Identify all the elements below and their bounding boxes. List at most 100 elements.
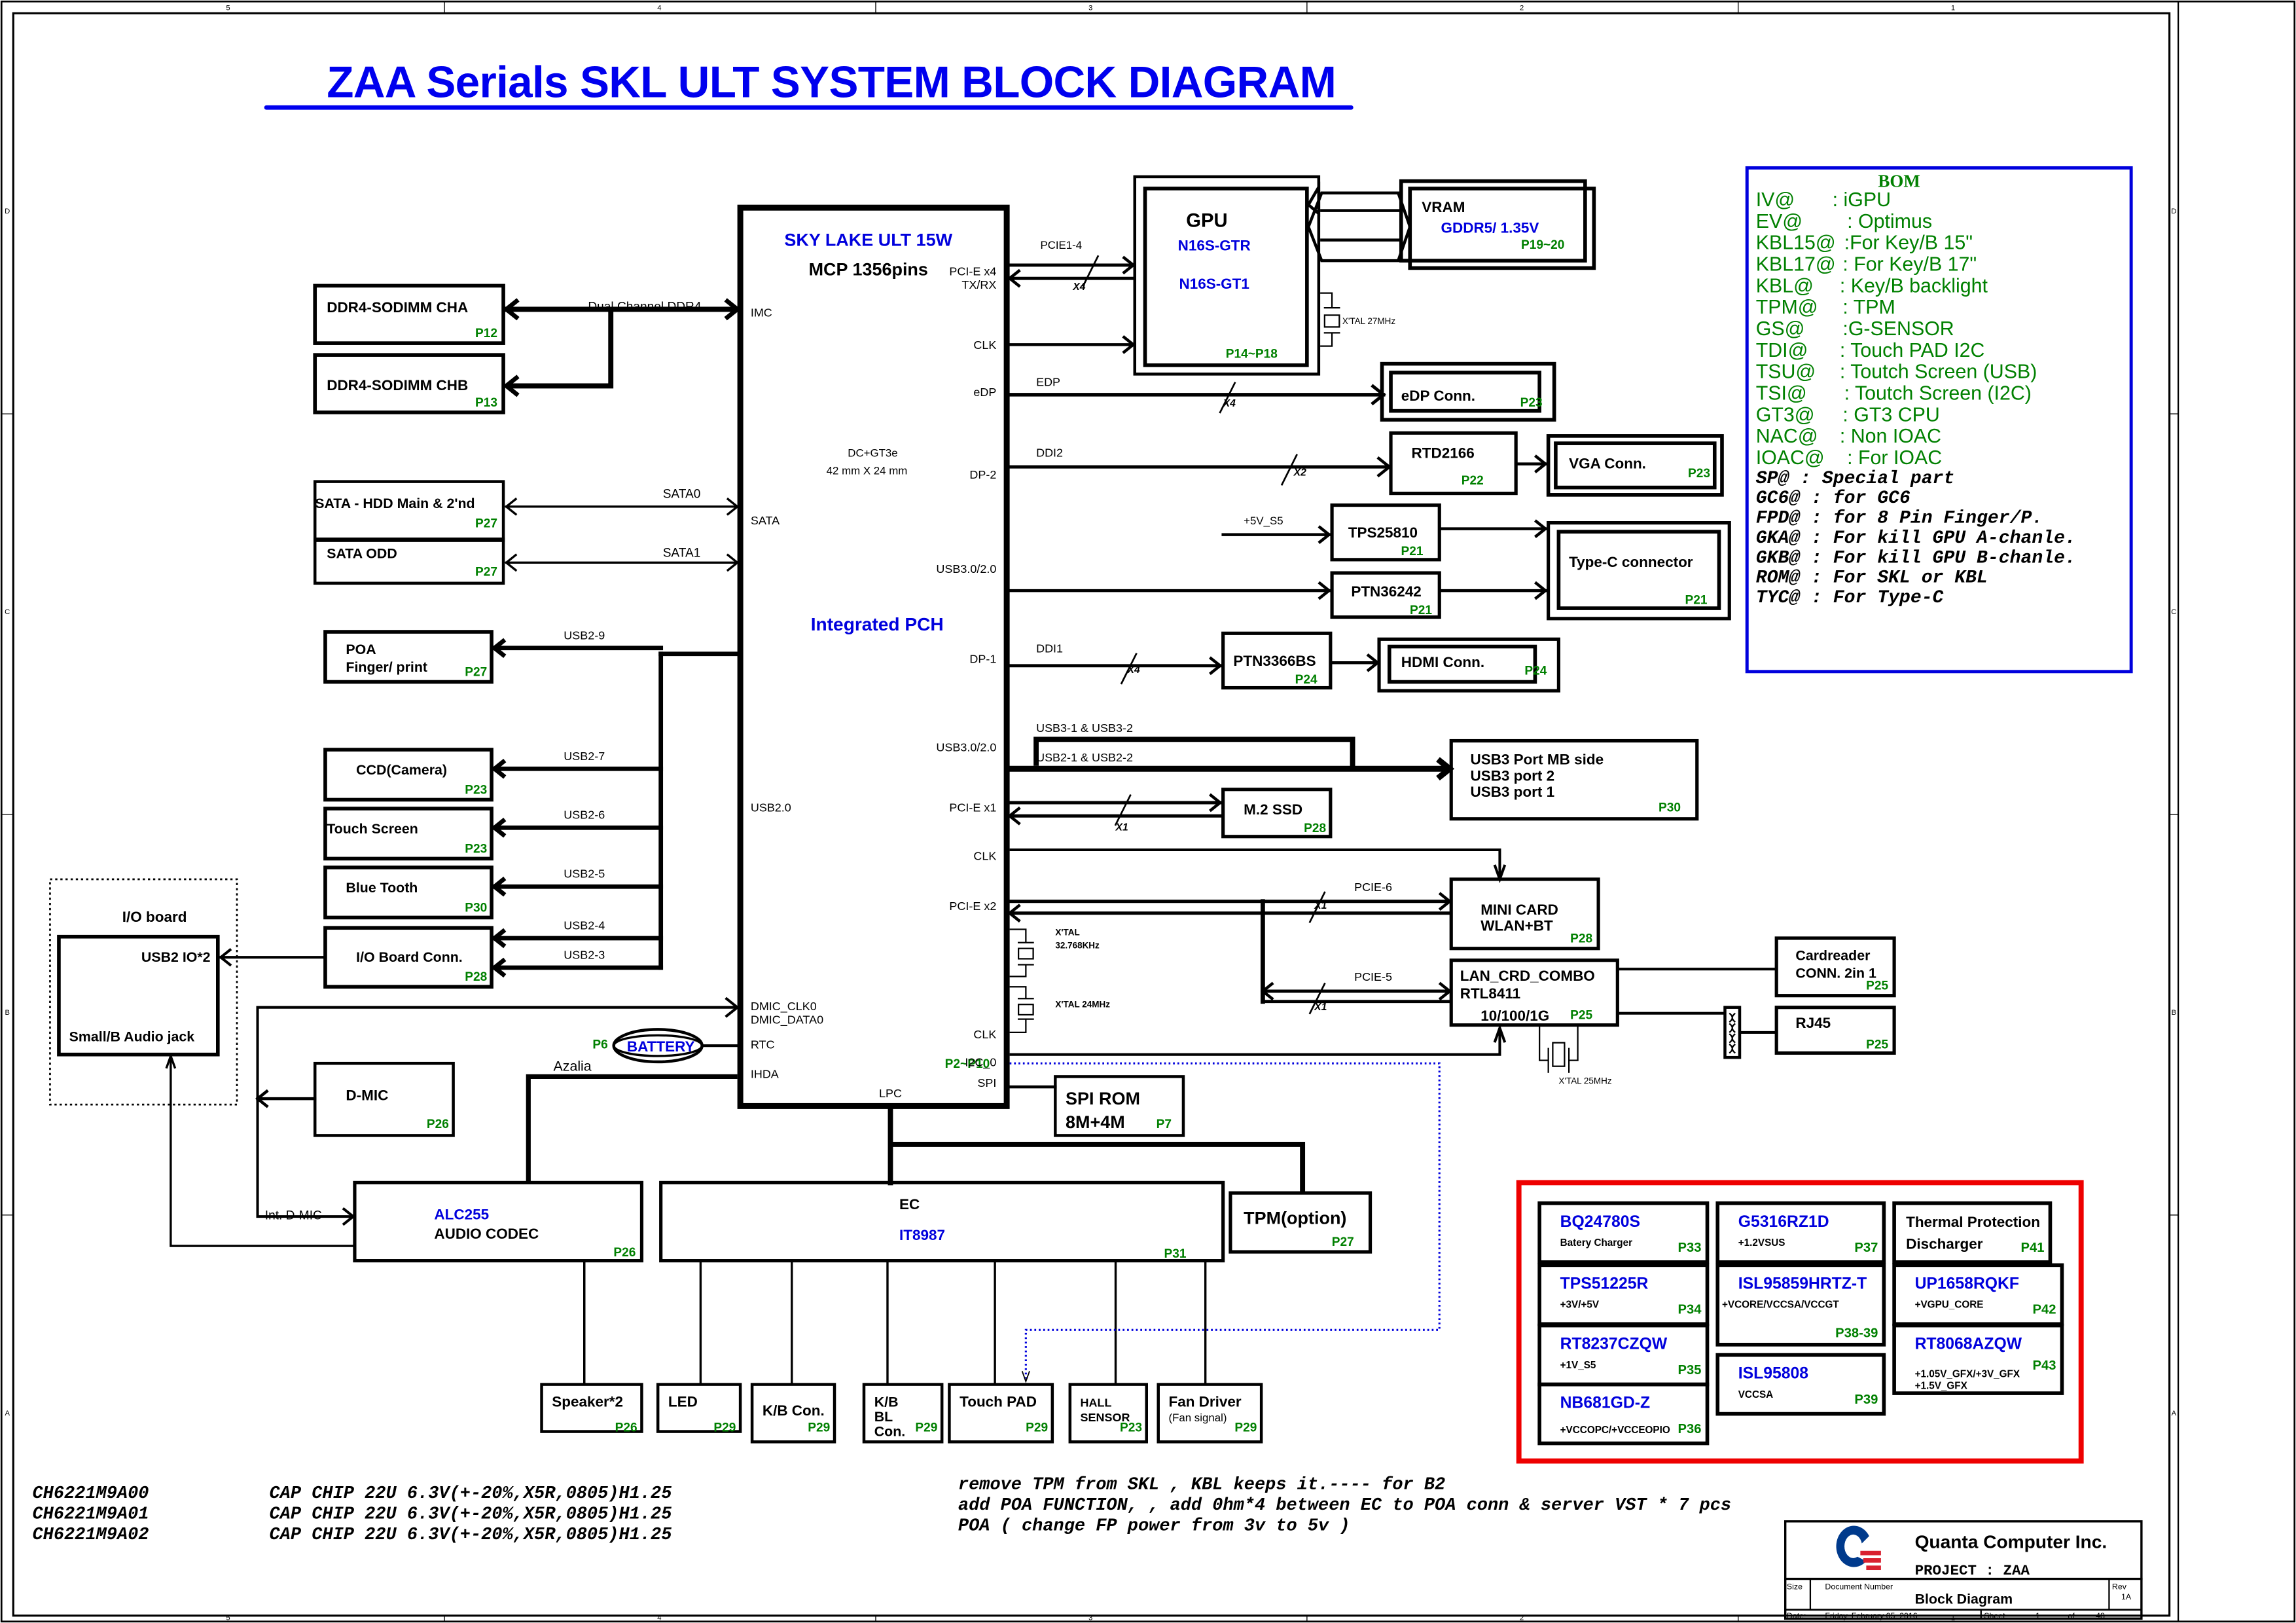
power-ic-part: G5316RZ1D (1738, 1213, 1829, 1231)
change-note: POA ( change FP power from 3v to 5v ) (958, 1516, 1350, 1536)
power-ic-rail: Discharger (1906, 1236, 1983, 1252)
pin-txrx: TX/RX (961, 278, 996, 291)
ec-device-label: Fan Driver (1168, 1393, 1241, 1410)
audio-jack-line (170, 1054, 353, 1247)
xtal-pin (1009, 1019, 1027, 1034)
hdmi-conn-box (1387, 644, 1537, 684)
pin-clk1: CLK (973, 338, 996, 352)
page-ref: P43 (2032, 1359, 2056, 1373)
title-block (1784, 1520, 2143, 1620)
ec-device-box (750, 1383, 836, 1444)
m2-ssd-box (1221, 788, 1333, 839)
bom-key: NAC@ (1756, 426, 1818, 447)
page-ref: P41 (2020, 1241, 2044, 1255)
bom-value: :G-SENSOR (1842, 318, 1954, 340)
usb2-device-box (323, 748, 493, 802)
usb2-device-label: I/O Board Conn. (356, 949, 463, 965)
page-ref: P21 (1410, 604, 1432, 617)
xtal-27mhz-label: X'TAL 27MHz (1342, 316, 1395, 326)
crystal-25mhz-icon (1552, 1042, 1566, 1067)
bom-value: : Key/B backlight (1840, 275, 1988, 297)
usb2-device-label: Finger/ print (346, 659, 427, 675)
zone-marker: B (2172, 1009, 2176, 1017)
arrowhead-left-icon (219, 948, 232, 967)
cap-description: CAP CHIP 22U 6.3V(+-20%,X5R,0805)H1.25 (270, 1504, 672, 1524)
page-ref: P29 (915, 1421, 937, 1435)
ec-device-box (540, 1383, 643, 1433)
page-ref: P28 (1570, 932, 1592, 946)
power-section-border (1516, 1180, 2084, 1464)
page-ref: P27 (465, 666, 487, 680)
bom-key: TPM@ (1756, 297, 1818, 318)
spi-rom-label: SPI ROM (1066, 1089, 1140, 1108)
pin-i2c: I2C_0 (965, 1056, 996, 1070)
bom-key: KBL@ (1756, 275, 1814, 297)
pin-spi: SPI (977, 1076, 996, 1089)
bom-value: : Toutch Screen (I2C) (1844, 383, 2032, 405)
cap-part-number: CH6221M9A02 (32, 1525, 149, 1545)
io-board-box (57, 934, 220, 1057)
page-ref: P29 (1234, 1421, 1257, 1435)
xtal-25mhz-label: X'TAL 25MHz (1558, 1076, 1611, 1086)
rev-label: Rev (2112, 1582, 2127, 1591)
power-ic-rail: VCCSA (1738, 1389, 1773, 1400)
page-ref: P24 (1295, 673, 1318, 687)
io-board-audio-label: Small/B Audio jack (69, 1029, 195, 1044)
page-ref: P25 (1866, 979, 1888, 993)
gpu-box (1143, 187, 1309, 367)
bus-width-slash (1219, 382, 1236, 414)
dmic-signal-line (256, 1006, 738, 1218)
page-ref: P37 (1854, 1241, 1878, 1255)
ptn36242-label: PTN36242 (1351, 583, 1421, 600)
zone-marker: 1 (1951, 5, 1955, 12)
change-note: add POA FUNCTION, , add 0hm*4 between EC… (958, 1496, 1731, 1516)
bus-width-slash (1308, 891, 1326, 924)
doc-title: Block Diagram (1915, 1592, 2013, 1607)
cardreader-box (1774, 936, 1896, 998)
usb2-port-label: USB2-6 (564, 809, 605, 822)
bus-width-label: X4 (1223, 398, 1236, 409)
lan-combo-box (1449, 958, 1619, 1027)
ddr4-chb-label: DDR4-SODIMM CHB (327, 377, 468, 393)
page-ref: P33 (1678, 1241, 1702, 1255)
bus-width-label: X1 (1115, 822, 1128, 833)
zone-marker: 5 (226, 1614, 230, 1622)
bom-key: TSI@ (1756, 383, 1807, 405)
page-ref: P29 (808, 1421, 830, 1435)
doc-number-label: Document Number (1825, 1582, 1893, 1591)
usb2-device-label: POA (346, 642, 376, 657)
usb2-device-box (323, 866, 493, 920)
battery-icon-inner (613, 1034, 704, 1057)
page-ref: P30 (1659, 801, 1681, 814)
arrowhead-left-icon (491, 876, 507, 897)
xtal-pin (1009, 986, 1027, 999)
spi-rom-size: 8M+4M (1066, 1112, 1125, 1132)
page-ref: P31 (1164, 1247, 1186, 1261)
sata-hdd-label: SATA - HDD Main & 2'nd (315, 496, 475, 511)
bus-width-slash (1280, 454, 1298, 486)
ptn36242-box (1330, 571, 1441, 619)
io-board-usb-label: USB2 IO*2 (141, 949, 211, 965)
lan-speed-label: 10/100/1G (1480, 1008, 1549, 1024)
bus-width-label: X4 (1072, 282, 1085, 293)
zone-marker: 2 (1520, 5, 1524, 12)
cap-description: CAP CHIP 22U 6.3V(+-20%,X5R,0805)H1.25 (270, 1484, 672, 1504)
usb3-superspeed-bus (1033, 737, 1355, 769)
lan-transformer-icon (1723, 1006, 1742, 1059)
page-ref: P13 (475, 396, 497, 410)
xtal-32k-label: X'TAL (1055, 927, 1079, 937)
power-ic-rail: +3V/+5V (1560, 1300, 1600, 1311)
ddr4-chb-box (313, 353, 505, 414)
typec-outer (1547, 521, 1731, 621)
bus-width-slash (1082, 255, 1100, 287)
pin-clk2: CLK (973, 850, 996, 863)
usb2-port-label: USB2-3 (564, 948, 605, 961)
zone-marker: B (5, 1009, 9, 1017)
tpm-box (1229, 1191, 1372, 1254)
cardreader-label-2: CONN. 2in 1 (1795, 966, 1876, 981)
arrowhead-left-icon (504, 553, 518, 572)
lan-combo-label: LAN_CRD_COMBO (1460, 968, 1595, 984)
bus-width-slash (1120, 652, 1138, 685)
size-label: Size (1787, 1582, 1803, 1591)
